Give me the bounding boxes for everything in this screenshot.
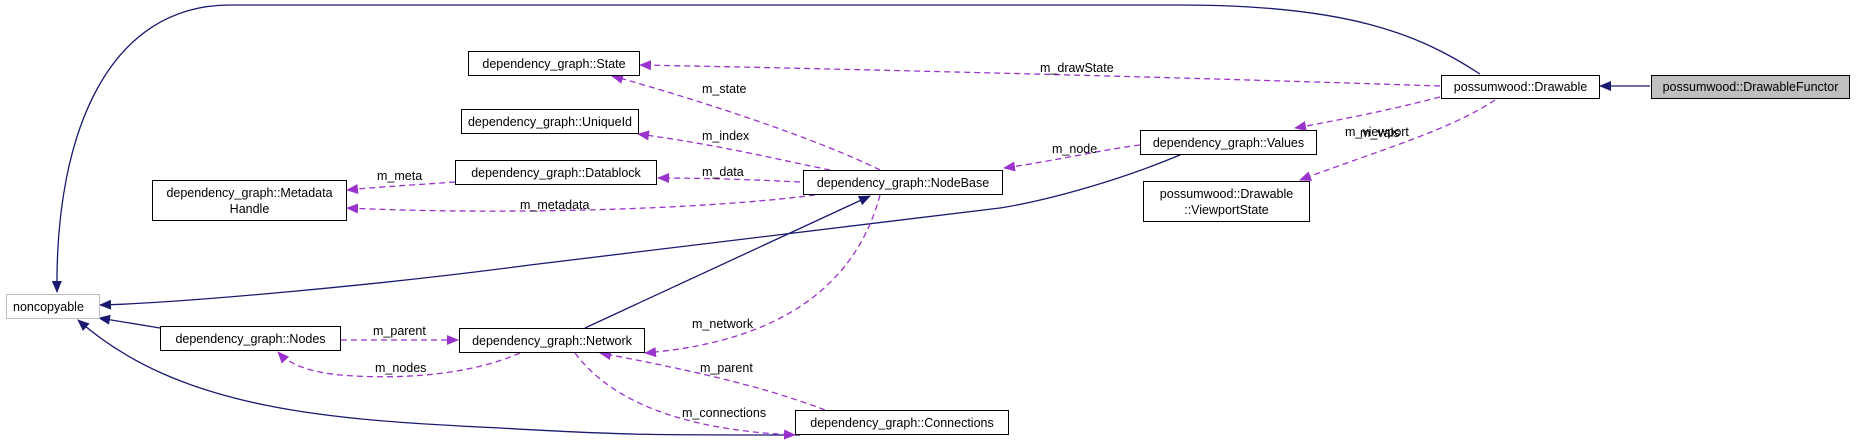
edge-drawable-drawstate-state <box>639 60 1441 87</box>
node-viewport-state[interactable]: possumwood::Drawable ::ViewportState <box>1143 181 1310 222</box>
node-nodes[interactable]: dependency_graph::Nodes <box>160 326 341 351</box>
edge-label-network: m_network <box>692 317 754 331</box>
edge-label-nodes: m_nodes <box>375 361 426 375</box>
edge-drawable-viewport-viewportstate <box>1299 99 1496 181</box>
edge-label-parent-conn: m_parent <box>700 361 753 375</box>
edge-drawable-inherits-noncopyable <box>51 4 1481 293</box>
edge-label-draw-state: m_drawState <box>1040 61 1114 75</box>
node-metadata-handle[interactable]: dependency_graph::Metadata Handle <box>152 180 347 221</box>
edge-nodes-inherits-noncopyable <box>98 314 161 329</box>
edge-nodebase-metadata-metadatahandle <box>346 194 816 214</box>
edge-label-meta: m_meta <box>377 169 422 183</box>
edge-values-inherits-noncopyable <box>99 154 1181 310</box>
edge-connections-parent-network <box>599 350 826 411</box>
node-state[interactable]: dependency_graph::State <box>468 51 640 76</box>
node-values[interactable]: dependency_graph::Values <box>1140 130 1317 155</box>
edge-label-metadata: m_metadata <box>520 198 590 212</box>
node-datablock[interactable]: dependency_graph::Datablock <box>455 160 657 185</box>
edge-label-index: m_index <box>702 129 750 143</box>
edge-drawable-vals-values <box>1294 96 1441 131</box>
edge-nodebase-data-datablock <box>657 173 801 184</box>
edge-label-state: m_state <box>702 82 747 96</box>
node-connections[interactable]: dependency_graph::Connections <box>795 410 1009 435</box>
node-drawable-functor[interactable]: possumwood::DrawableFunctor <box>1651 75 1850 99</box>
node-noncopyable[interactable]: noncopyable <box>6 294 100 319</box>
edge-label-data: m_data <box>702 165 744 179</box>
edge-values-node-nodebase <box>1003 144 1141 172</box>
edge-label-vals: m_vals <box>1360 126 1400 140</box>
node-nodebase[interactable]: dependency_graph::NodeBase <box>803 170 1003 195</box>
edge-label-connections: m_connections <box>682 406 766 420</box>
edge-nodebase-index-uniqueid <box>637 130 831 171</box>
edge-label-node: m_node <box>1052 142 1097 156</box>
edge-network-connections-connections <box>574 352 796 440</box>
node-unique-id[interactable]: dependency_graph::UniqueId <box>461 109 639 134</box>
edge-nodebase-network-network <box>644 194 881 358</box>
edge-datablock-meta-metadatahandle <box>346 181 456 194</box>
node-drawable[interactable]: possumwood::Drawable <box>1441 75 1600 99</box>
edge-nodebase-state-state <box>611 74 881 171</box>
edge-network-inherits-nodebase <box>584 195 871 329</box>
edge-network-nodes-nodes <box>277 351 521 378</box>
edge-label-viewport: m_viewport <box>1345 125 1409 139</box>
edge-connections-inherits-noncopyable <box>77 319 801 436</box>
edge-label-parent-nodes: m_parent <box>373 324 426 338</box>
node-network[interactable]: dependency_graph::Network <box>459 328 645 353</box>
